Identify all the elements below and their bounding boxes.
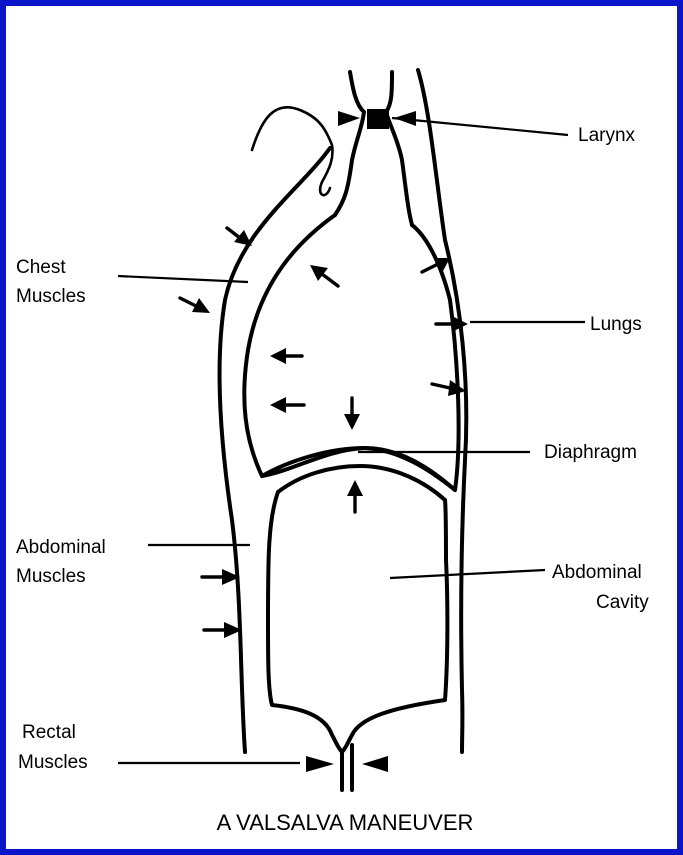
larynx-arrow-left — [338, 111, 360, 126]
lung-arrow-mid-right — [436, 316, 468, 332]
face-profile-line — [252, 107, 333, 195]
lung-arrow-upper-left — [310, 265, 338, 286]
label-diaphragm: Diaphragm — [544, 442, 637, 463]
label-chest-muscles-line2: Muscles — [16, 286, 86, 307]
label-abdominal-muscles-line1: Abdominal — [16, 537, 106, 558]
chest-arrow-upper — [227, 228, 252, 246]
valsalva-diagram: Larynx Chest Muscles Lungs Diaphragm Abd… — [6, 6, 677, 849]
lung-arrow-mid-left — [270, 348, 302, 364]
label-abdominal-cavity-line2: Cavity — [596, 592, 649, 613]
larynx-block — [367, 109, 389, 129]
leader-larynx — [392, 118, 568, 135]
label-abdominal-cavity-line1: Abdominal — [552, 562, 642, 583]
label-abdominal-muscles-line2: Muscles — [16, 566, 86, 587]
lung-arrow-upper-right — [422, 258, 450, 273]
trachea — [252, 72, 412, 225]
rectal-arrow-right — [362, 756, 388, 772]
label-chest-muscles-line1: Chest — [16, 257, 66, 278]
abdominal-arrow-lower — [204, 622, 242, 638]
trachea-right-wall — [386, 72, 412, 225]
abdominal-cavity — [268, 492, 447, 752]
abdominal-arrow-up — [347, 480, 363, 512]
label-rectal-muscles-line2: Muscles — [18, 752, 88, 773]
lung-arrow-down — [344, 398, 360, 430]
label-larynx: Larynx — [578, 125, 636, 146]
label-rectal-muscles-line1: Rectal — [22, 722, 76, 743]
leader-chest-muscles — [118, 276, 248, 282]
body-outline — [220, 70, 467, 752]
trachea-left-wall — [335, 72, 364, 215]
label-lungs: Lungs — [590, 314, 642, 335]
body-wall-left — [220, 148, 330, 752]
abdominal-arrow-upper — [202, 569, 240, 585]
lung-arrow-lower-left — [270, 397, 304, 413]
diagram-frame: Larynx Chest Muscles Lungs Diaphragm Abd… — [6, 6, 677, 849]
leader-abdominal-cavity — [390, 570, 545, 578]
rectal-arrow-left — [306, 756, 334, 772]
diagram-title: A VALSALVA MANEUVER — [217, 810, 474, 835]
leader-lines — [118, 118, 585, 763]
lung-arrow-lower-right — [432, 380, 466, 396]
chest-arrow-lower — [180, 298, 210, 313]
